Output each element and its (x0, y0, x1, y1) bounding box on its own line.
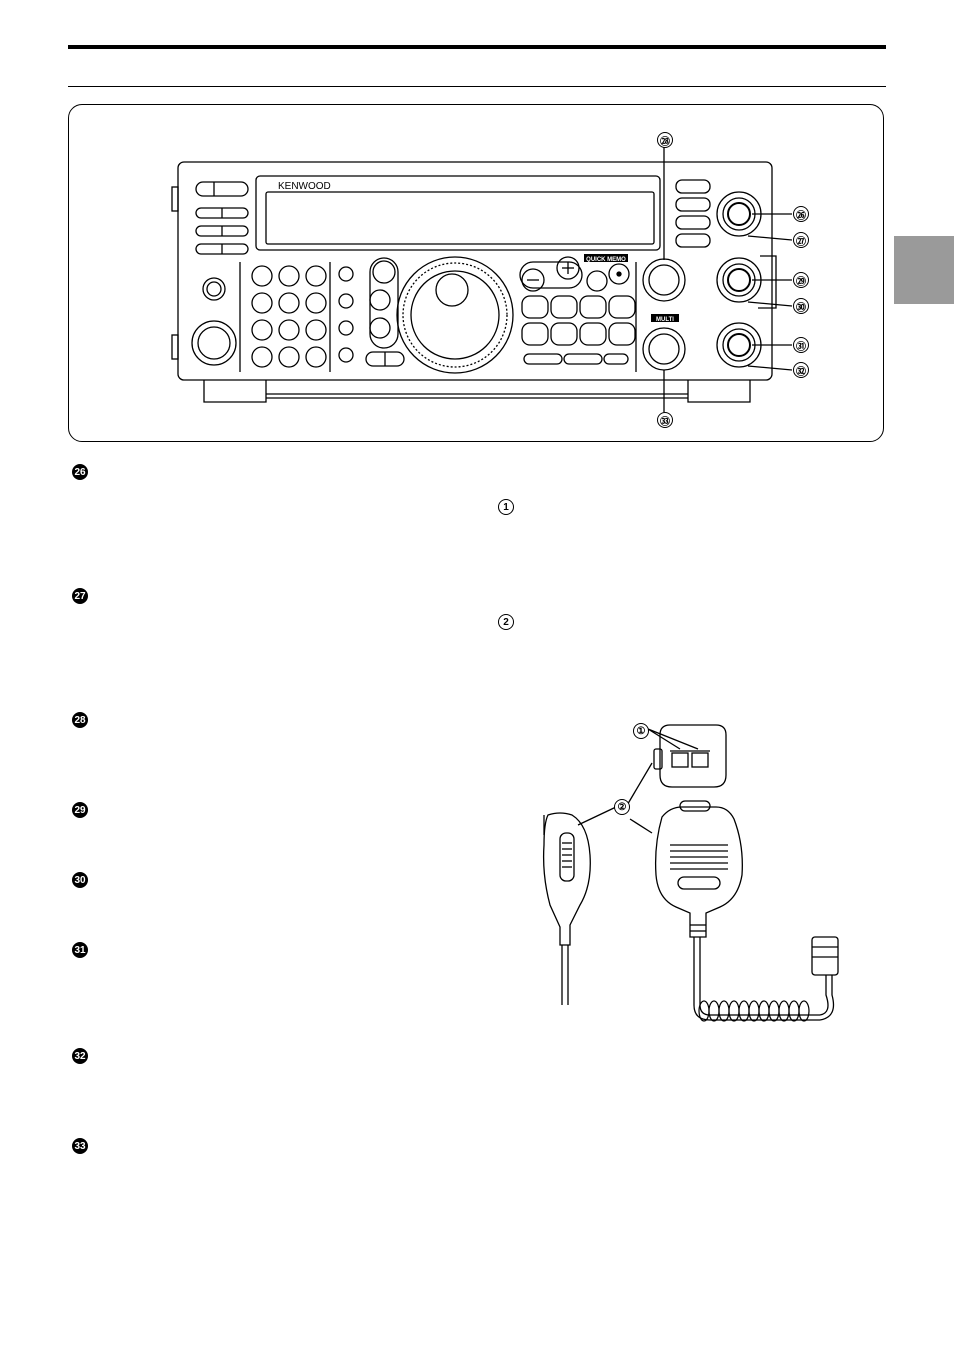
keypad-key (305, 319, 327, 341)
item-marker-29: 29 (72, 802, 88, 818)
callout-30: ㉚ (793, 298, 809, 314)
cord-coil (718, 1000, 730, 1022)
keypad-key (251, 292, 273, 314)
mic-callout-1: ① (633, 723, 649, 739)
keypad-key (278, 319, 300, 341)
quick-memo-label: QUICK MEMO (586, 257, 626, 263)
keypad-key (278, 265, 300, 287)
transceiver-front-panel: QUICK MEMO MULTI KENWOOD (171, 147, 793, 412)
callout-29: ㉙ (793, 272, 809, 288)
keypad-key (305, 346, 327, 368)
cord-coil (708, 1000, 720, 1022)
callout-33: ㉝ (657, 412, 673, 428)
keypad-key (251, 265, 273, 287)
keypad-key (251, 346, 273, 368)
brand-logo: KENWOOD (278, 181, 331, 192)
item-marker-1: 1 (498, 499, 514, 515)
item-marker-2: 2 (498, 614, 514, 630)
cord-coil (798, 1000, 810, 1022)
item-marker-31: 31 (72, 942, 88, 958)
keypad-key (278, 292, 300, 314)
multi-label: MULTI (656, 317, 674, 323)
item-marker-33: 33 (72, 1138, 88, 1154)
function-key (608, 322, 636, 346)
item-marker-26: 26 (72, 464, 88, 480)
function-key (550, 322, 578, 346)
function-key (521, 295, 549, 319)
header-rule-thin (68, 86, 886, 87)
callout-28: ㉘ (657, 132, 673, 148)
chapter-tab (894, 236, 954, 304)
header-rule-thick (68, 45, 886, 49)
callout-32: ㉜ (793, 362, 809, 378)
function-key (608, 295, 636, 319)
microphone-illustration (542, 724, 839, 1022)
mic-callout-2: ② (614, 799, 630, 815)
callout-27: ㉗ (793, 232, 809, 248)
cord-coil (698, 1000, 710, 1022)
cord-coil (728, 1000, 740, 1022)
function-key (579, 322, 607, 346)
callout-31: ㉛ (793, 337, 809, 353)
cord-coil (768, 1000, 780, 1022)
keypad-key (305, 292, 327, 314)
function-key (579, 295, 607, 319)
cord-coil (788, 1000, 800, 1022)
keypad-key (278, 346, 300, 368)
cord-coil (778, 1000, 790, 1022)
keypad-key (251, 319, 273, 341)
function-key (521, 322, 549, 346)
keypad-key (305, 265, 327, 287)
cord-coil (748, 1000, 760, 1022)
item-marker-30: 30 (72, 872, 88, 888)
item-marker-27: 27 (72, 588, 88, 604)
cord-coil (758, 1000, 770, 1022)
cord-coil (738, 1000, 750, 1022)
callout-26: ㉖ (793, 206, 809, 222)
item-marker-28: 28 (72, 712, 88, 728)
function-key (550, 295, 578, 319)
front-panel-figure-frame (68, 104, 884, 442)
item-marker-32: 32 (72, 1048, 88, 1064)
